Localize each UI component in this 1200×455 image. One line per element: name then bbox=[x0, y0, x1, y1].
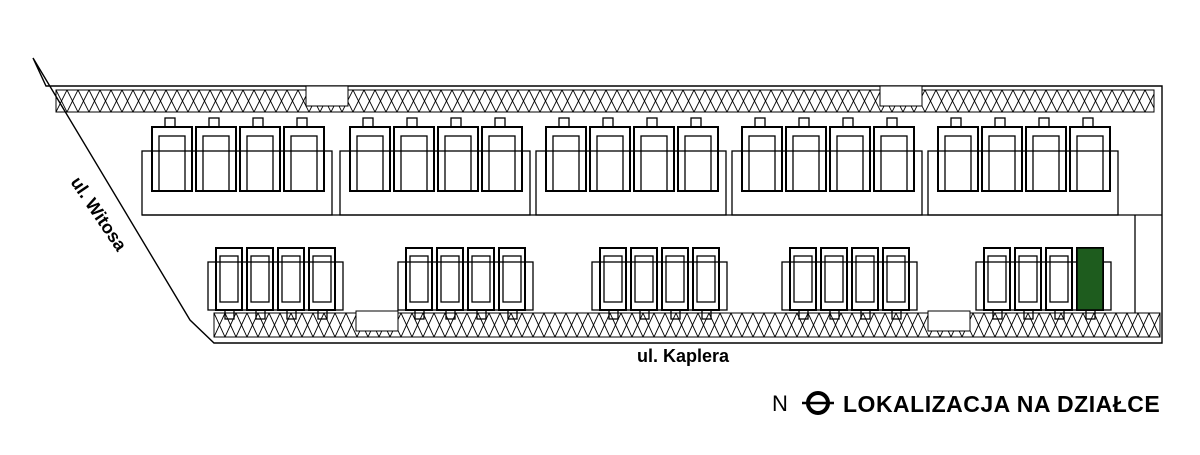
building-group-upper bbox=[340, 118, 530, 215]
terrace-strip-top bbox=[55, 89, 1155, 113]
highlighted-unit bbox=[1076, 247, 1104, 311]
caption-title: LOKALIZACJA NA DZIAŁCE bbox=[843, 391, 1160, 417]
strip-gap-box bbox=[355, 310, 399, 332]
building-group-lower bbox=[782, 248, 917, 319]
north-label: N bbox=[772, 391, 788, 416]
legend: N LOKALIZACJA NA DZIAŁCE bbox=[772, 391, 1160, 417]
strip-gap-box bbox=[305, 85, 349, 107]
strip-gap-box bbox=[879, 85, 923, 107]
building-group-lower bbox=[592, 248, 727, 319]
plot-boundary bbox=[32, 57, 1163, 344]
street-label-kaplera: ul. Kaplera bbox=[637, 346, 730, 366]
building-group-upper bbox=[928, 118, 1118, 215]
building-row-upper bbox=[142, 118, 1118, 215]
building-group-lower bbox=[208, 248, 343, 319]
north-icon bbox=[802, 391, 834, 415]
building-group-upper bbox=[732, 118, 922, 215]
strip-gap-box bbox=[927, 310, 971, 332]
building-group-upper bbox=[536, 118, 726, 215]
building-row-lower bbox=[208, 248, 1111, 319]
building-group-upper bbox=[142, 118, 332, 215]
building-group-lower bbox=[398, 248, 533, 319]
street-label-witosa: ul. Witosa bbox=[67, 173, 132, 255]
